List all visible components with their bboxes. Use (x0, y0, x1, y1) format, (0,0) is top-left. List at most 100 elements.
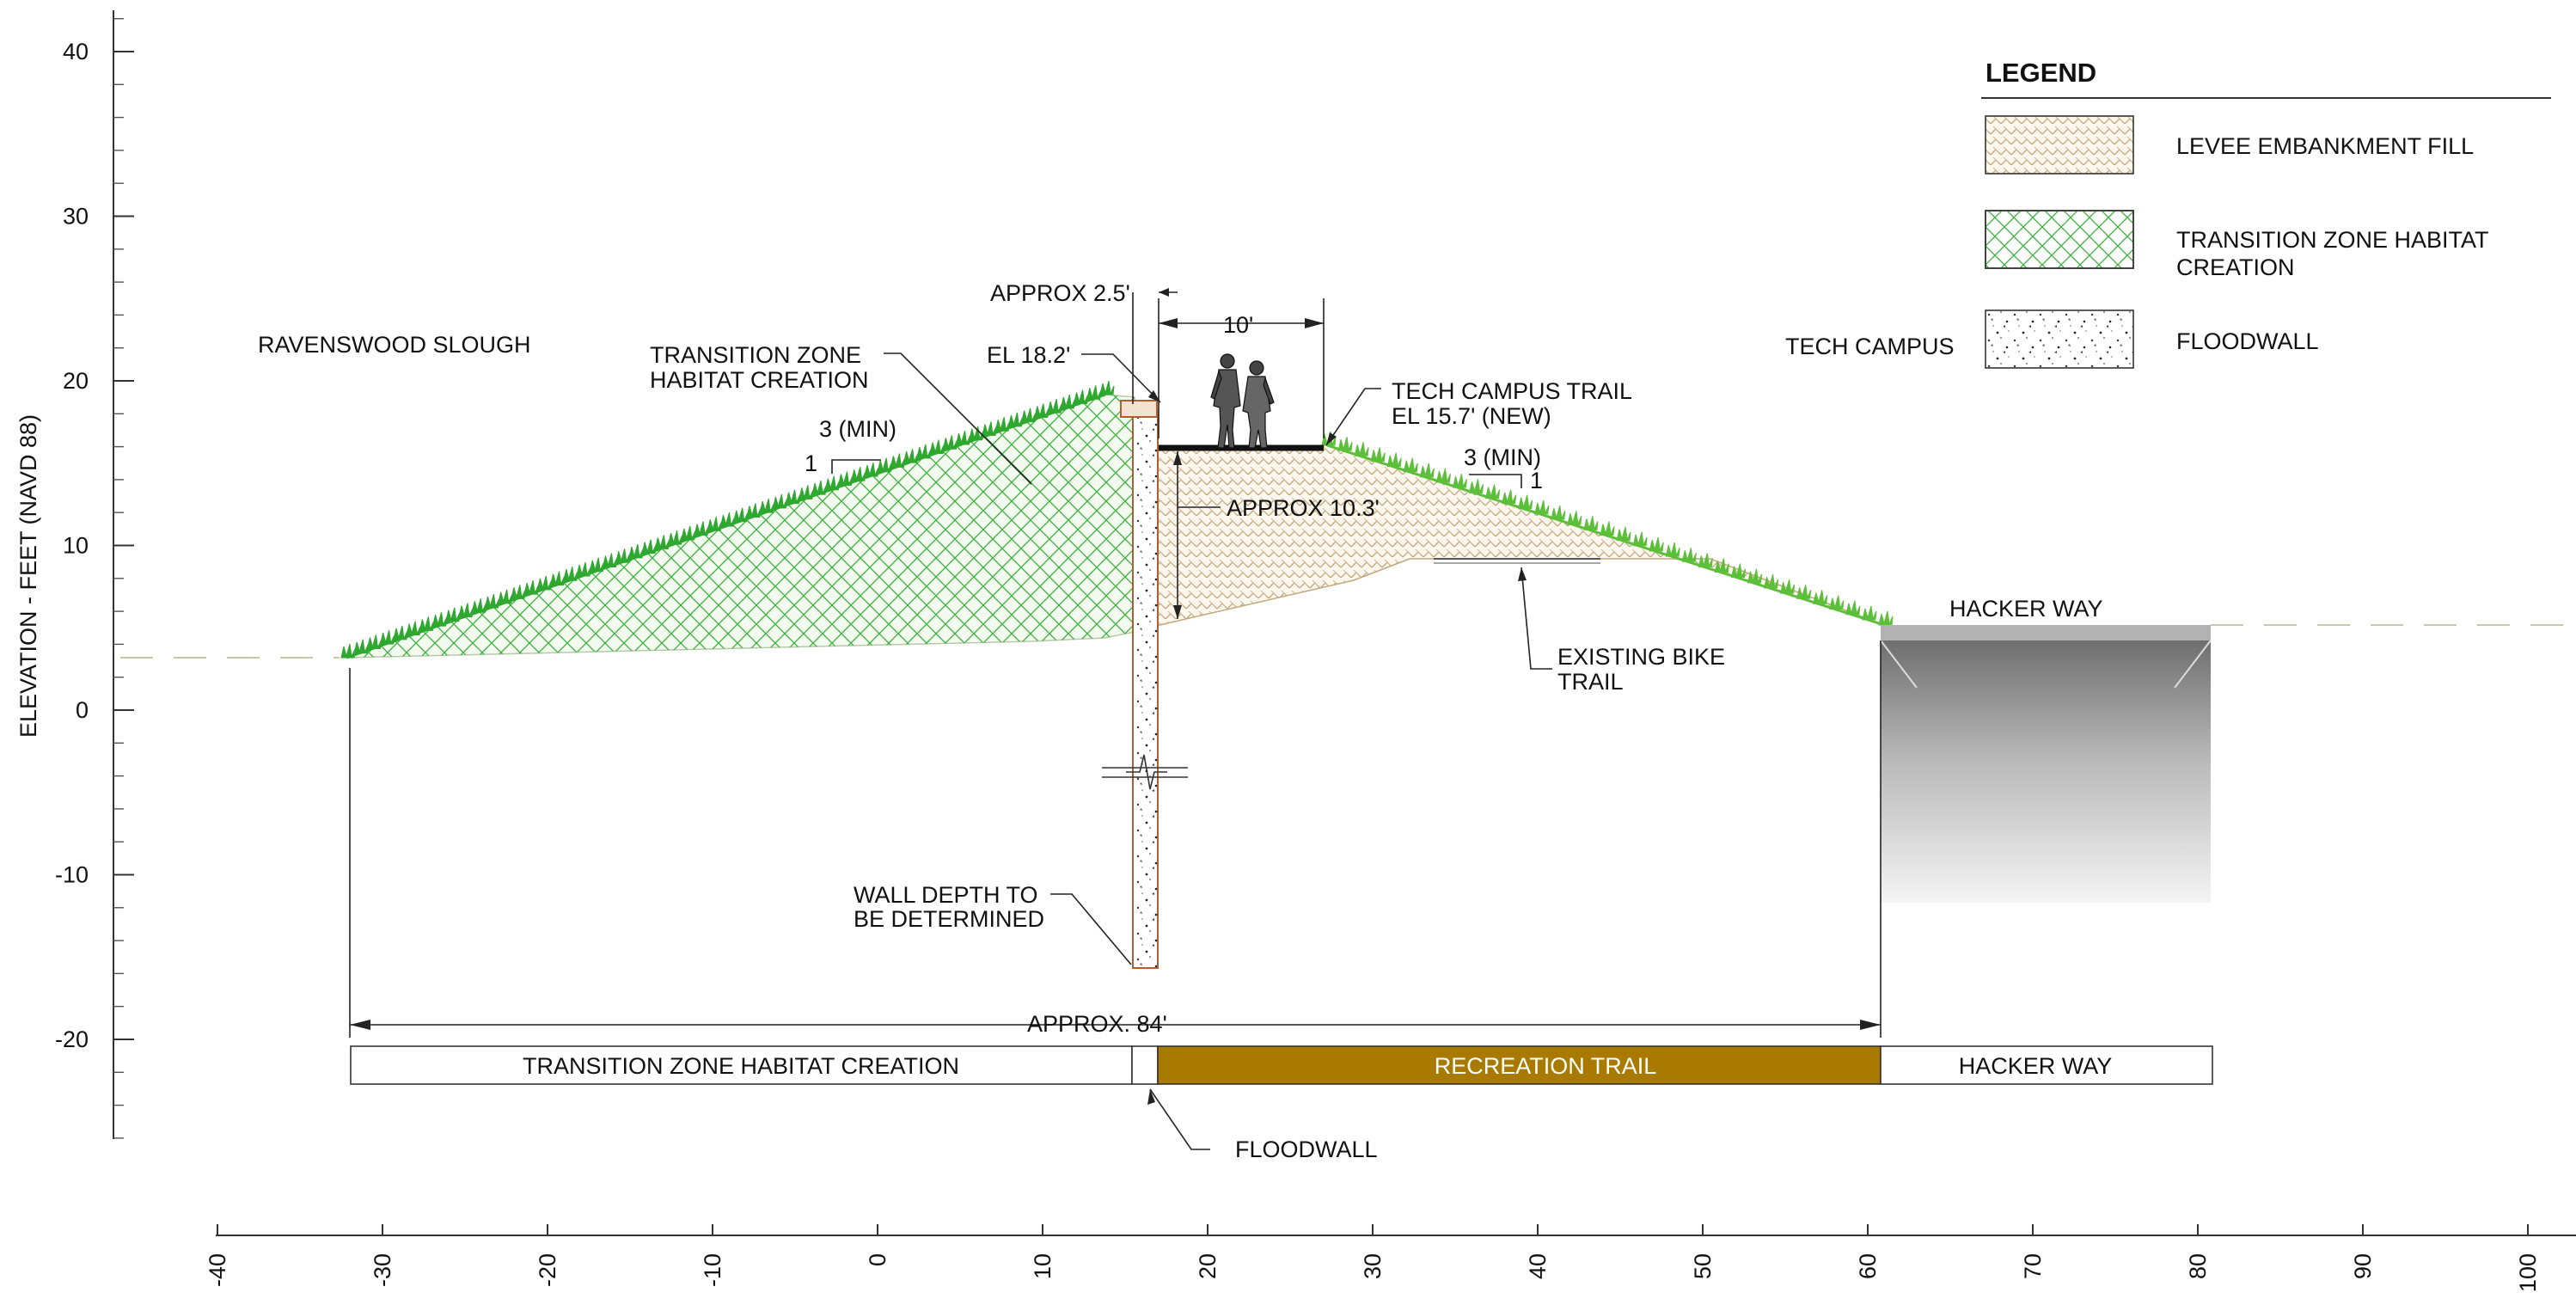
grass-tuft (1354, 442, 1369, 457)
zone-label-transition: TRANSITION ZONE HABITAT CREATION (523, 1053, 959, 1079)
grass-tuft (1502, 489, 1517, 505)
x-tick-label: 90 (2350, 1253, 2376, 1279)
y-tick-label: 10 (63, 533, 89, 559)
label-tech-campus: TECH CAMPUS (1785, 334, 1955, 359)
x-tick-label: 30 (1360, 1253, 1386, 1279)
label-approx-2-5: APPROX 2.5' (990, 280, 1130, 306)
legend-label-habitat-2: CREATION (2176, 254, 2295, 280)
x-axis-ticks (217, 1224, 2529, 1235)
zone-bar-segment (1131, 1045, 1159, 1085)
label-hacker-way-top: HACKER WAY (1949, 596, 2103, 622)
x-tick-label: 60 (1855, 1253, 1881, 1279)
floodwall-cap (1120, 400, 1158, 418)
label-slope-left-1: 1 (805, 450, 817, 476)
legend-swatch-habitat-pattern (1985, 210, 2134, 269)
grass-tuft (1567, 511, 1582, 526)
existing-grade-line (120, 624, 2576, 659)
zone-bar-segment (1880, 1045, 2213, 1085)
grass-tuft (1551, 505, 1566, 520)
label-slope-right-1: 1 (1530, 468, 1543, 493)
levee-embankment-fill (1155, 442, 1885, 627)
grass-tuft (1698, 553, 1713, 568)
grass-tuft (1714, 558, 1729, 573)
zone-label-recreation: RECREATION TRAIL (1435, 1053, 1657, 1079)
y-tick-label: 0 (76, 697, 89, 723)
label-bike-1: EXISTING BIKE (1557, 644, 1725, 670)
slope-line (1326, 444, 1885, 627)
zone-bar: TRANSITION ZONE HABITAT CREATION RECREAT… (350, 1045, 2213, 1085)
grass-tuft (1099, 380, 1115, 395)
legend-label-habitat-1: TRANSITION ZONE HABITAT (2176, 227, 2489, 253)
label-trail-1: TECH CAMPUS TRAIL (1392, 378, 1632, 404)
grass-tuft (1763, 573, 1779, 589)
grass-tuft (1583, 516, 1599, 531)
grass-tuft (1403, 457, 1418, 473)
label-wall-depth-1: WALL DEPTH TO (854, 882, 1038, 908)
label-trail-2: EL 15.7' (NEW) (1392, 403, 1551, 429)
grass-tuft (1649, 536, 1664, 552)
grass-tuft (1435, 468, 1451, 483)
pedestrians-icon (1210, 353, 1275, 449)
grass-tuft (1518, 494, 1533, 510)
x-tick-label: 80 (2185, 1253, 2211, 1279)
grass-tuft (1632, 531, 1648, 547)
grass-tuft (1796, 585, 1812, 600)
y-tick-label: -20 (55, 1026, 89, 1052)
grass-tuft (1780, 579, 1796, 594)
x-axis-tick-labels: -40 -30 -20 -10 0 10 20 30 40 50 60 70 80 90 100 (205, 1253, 2541, 1292)
zone-label-hacker-way: HACKER WAY (1959, 1053, 2113, 1079)
grass-tuft (1419, 463, 1435, 478)
grass-tuft (1665, 542, 1680, 557)
label-bike-2: TRAIL (1557, 669, 1624, 695)
x-tick-label: -10 (700, 1253, 725, 1287)
slope-line (346, 393, 1106, 659)
grass-tuft (1681, 548, 1697, 563)
x-axis: -40 -30 -20 -10 0 10 20 30 40 50 60 70 80 90 100 (205, 1224, 2576, 1292)
grass-tuft (1452, 474, 1467, 488)
hacker-way-road (1880, 625, 2212, 903)
grass-tuft (1862, 605, 1877, 621)
grass-tuft (1600, 521, 1615, 536)
label-wall-depth-2: BE DETERMINED (854, 906, 1044, 932)
y-tick-label: 20 (63, 368, 89, 394)
y-tick-label: -10 (55, 862, 89, 888)
dimension-lines (349, 288, 1882, 1150)
legend-swatch-floodwall (1985, 309, 2134, 369)
grass-tuft (1370, 447, 1386, 463)
zone-bar-segment-recreation (1157, 1045, 1882, 1085)
section-labels: RAVENSWOOD SLOUGH TECH CAMPUS TRANSITION… (258, 280, 2103, 1162)
x-tick-label: 20 (1195, 1253, 1221, 1279)
x-tick-label: -20 (535, 1253, 560, 1287)
y-tick-label: 30 (63, 204, 89, 230)
transition-zone-habitat-fill (346, 394, 1135, 659)
grass-tuft (1337, 437, 1353, 451)
x-tick-label: 10 (1030, 1253, 1055, 1279)
x-tick-label: 70 (2020, 1253, 2046, 1279)
label-floodwall-callout: FLOODWALL (1235, 1137, 1378, 1162)
x-tick-label: 0 (865, 1253, 890, 1266)
grass-tuft (1616, 526, 1631, 542)
label-slope-right-3: 3 (MIN) (1464, 444, 1541, 470)
grass-right-slope (1321, 431, 1894, 627)
x-tick-label: 40 (1525, 1253, 1551, 1279)
label-approx-10-3: APPROX 10.3' (1227, 495, 1380, 521)
x-tick-label: -40 (205, 1253, 230, 1287)
legend-label-floodwall: FLOODWALL (2176, 328, 2319, 354)
grass-tuft (1747, 568, 1763, 584)
label-tz-callout-2: HABITAT CREATION (650, 367, 869, 393)
label-ravenswood-slough: RAVENSWOOD SLOUGH (258, 332, 531, 358)
x-tick-label: 100 (2515, 1253, 2541, 1292)
zone-bar-segment (350, 1045, 1133, 1085)
label-tz-callout-1: TRANSITION ZONE (650, 342, 861, 368)
grass-tuft (1813, 590, 1828, 605)
label-slope-left-3: 3 (MIN) (819, 416, 896, 442)
grass-tuft (1386, 452, 1402, 468)
grass-tuft (1468, 479, 1484, 494)
x-tick-label: 50 (1690, 1253, 1716, 1279)
x-tick-label: -30 (370, 1253, 395, 1287)
grass-tuft (1829, 595, 1845, 610)
y-axis-title: ELEVATION - FEET (NAVD 88) (15, 414, 41, 738)
